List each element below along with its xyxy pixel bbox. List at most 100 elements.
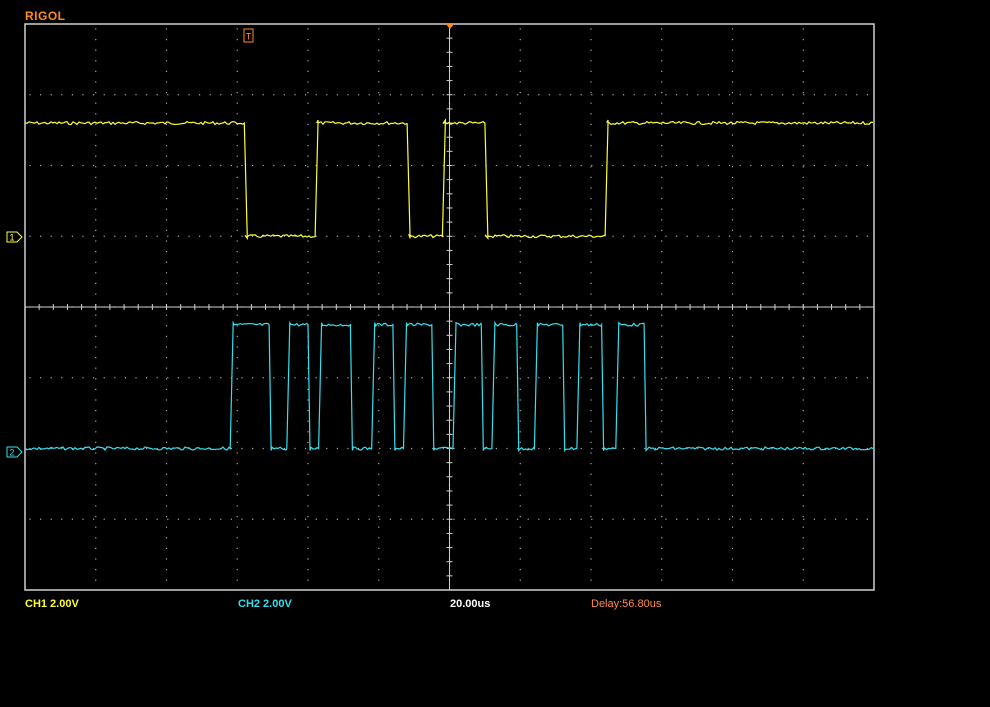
grid-dot <box>731 452 734 454</box>
grid-dot <box>824 518 826 520</box>
timebase-readout[interactable]: 20.00us <box>450 598 491 610</box>
grid-dot <box>135 164 137 167</box>
grid-dot <box>307 410 309 412</box>
grid-dot <box>262 518 264 520</box>
grid-dot <box>294 377 296 379</box>
grid-dot <box>283 235 285 237</box>
grid-dot <box>442 518 444 520</box>
grid-dot <box>378 272 380 274</box>
grid-dot <box>519 102 521 104</box>
grid-dot <box>165 272 168 274</box>
ch1-scale-readout[interactable]: CH1 2.00V <box>25 598 79 610</box>
grid-dot <box>50 235 52 237</box>
grid-dot <box>379 447 381 450</box>
trigger-marker-icon[interactable]: T <box>243 28 254 43</box>
ch2-ground-marker-icon[interactable]: 2 <box>6 446 23 458</box>
grid-dot <box>307 49 309 51</box>
grid-dot <box>661 70 663 72</box>
trigger-position-icon[interactable] <box>446 24 454 29</box>
grid-dot <box>230 164 232 167</box>
grid-dot <box>307 102 309 104</box>
grid-dot <box>307 526 309 528</box>
grid-dot <box>188 164 190 167</box>
ch1-ground-marker-icon[interactable]: 1 <box>6 231 23 243</box>
grid-dot <box>336 447 338 450</box>
grid-dot <box>661 357 663 359</box>
grid-dot <box>114 94 116 96</box>
grid-dot <box>378 431 380 433</box>
grid-dot <box>432 94 434 96</box>
grid-dot <box>378 219 380 221</box>
grid-dot <box>718 94 720 96</box>
grid-dot <box>519 452 521 454</box>
grid-dot <box>731 134 734 136</box>
grid-dot <box>590 399 592 401</box>
grid-dot <box>93 235 95 237</box>
grid-dot <box>856 518 858 520</box>
grid-dot <box>358 235 360 237</box>
grid-dot <box>802 39 804 41</box>
grid-dot <box>95 378 97 380</box>
grid-dot <box>519 39 521 41</box>
grid-dot <box>464 94 466 96</box>
grid-dot <box>519 357 521 359</box>
grid-dot <box>718 235 720 237</box>
grid-dot <box>802 240 804 242</box>
grid-dot <box>307 547 309 549</box>
grid-dot <box>358 377 360 379</box>
grid-dot <box>771 164 773 167</box>
grid-dot <box>771 518 773 520</box>
delay-readout[interactable]: Delay:56.80us <box>591 598 662 610</box>
grid-dot <box>95 367 97 369</box>
grid-dot <box>82 447 84 450</box>
grid-dot <box>307 251 309 253</box>
grid-dot <box>856 235 858 237</box>
grid-dot <box>315 377 317 379</box>
grid-dot <box>866 518 868 520</box>
grid-dot <box>802 70 804 72</box>
grid-dot <box>707 164 709 167</box>
grid-dot <box>866 377 868 379</box>
grid-dot <box>71 94 73 96</box>
ch2-scale-readout[interactable]: CH2 2.00V <box>238 598 292 610</box>
grid-dot <box>165 452 168 454</box>
grid-dot <box>252 447 254 450</box>
grid-dot <box>718 377 720 379</box>
grid-dot <box>305 94 307 96</box>
grid-dot <box>601 518 603 520</box>
grid-dot <box>731 123 734 125</box>
grid-dot <box>835 235 837 237</box>
grid-dot <box>378 102 380 104</box>
grid-dot <box>411 447 413 450</box>
grid-dot <box>590 49 592 51</box>
grid-dot <box>676 377 678 379</box>
grid-dot <box>802 357 804 359</box>
grid-dot <box>307 473 309 475</box>
grid-dot <box>95 579 97 581</box>
grid-dot <box>378 452 380 454</box>
grid-dot <box>315 518 317 520</box>
grid-dot <box>165 134 168 136</box>
grid-dot <box>731 208 734 210</box>
grid-dot <box>379 377 381 379</box>
grid-dot <box>506 447 508 450</box>
grid-dot <box>538 94 540 96</box>
grid-dot <box>792 377 794 379</box>
grid-dot <box>95 39 97 41</box>
grid-dot <box>294 164 296 167</box>
grid-dot <box>590 229 592 231</box>
grid-dot <box>93 447 95 450</box>
grid-dot <box>771 94 773 96</box>
grid-dot <box>559 518 561 520</box>
grid-dot <box>474 447 476 450</box>
grid-dot <box>802 198 804 200</box>
grid-dot <box>731 145 734 147</box>
grid-dot <box>378 314 380 316</box>
grid-dot <box>802 335 804 337</box>
grid-dot <box>336 518 338 520</box>
grid-dot <box>294 235 296 237</box>
grid-dot <box>707 377 709 379</box>
grid-dot <box>464 377 466 379</box>
grid-dot <box>802 516 804 518</box>
grid-dot <box>236 558 238 560</box>
